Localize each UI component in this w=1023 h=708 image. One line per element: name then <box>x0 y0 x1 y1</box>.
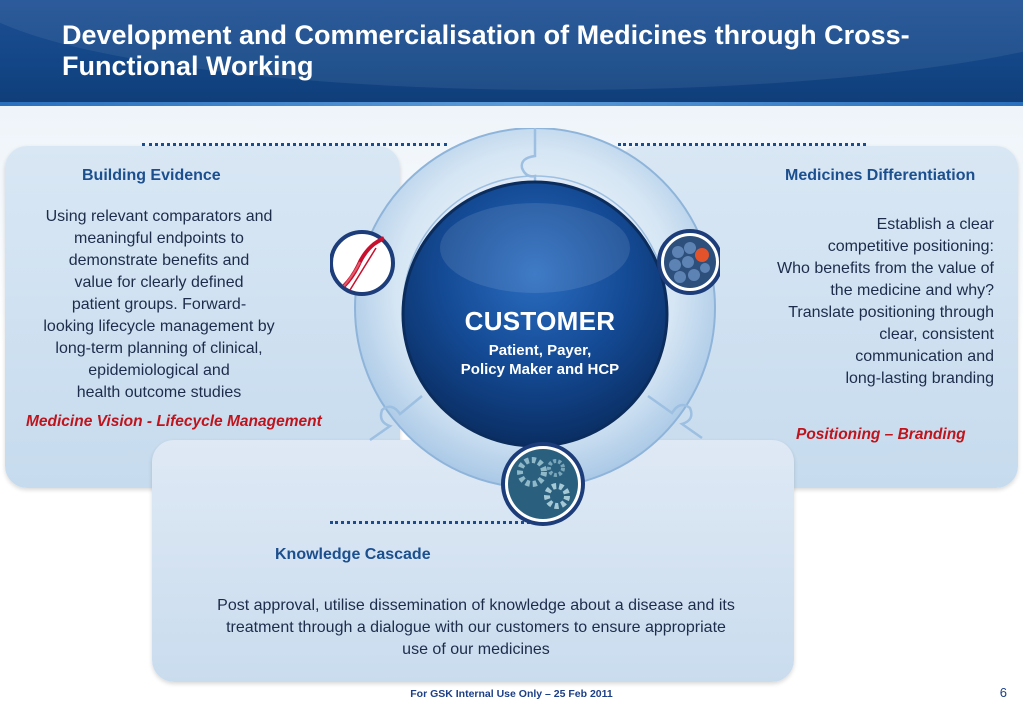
customer-subtitle-1: Patient, Payer, <box>488 342 592 359</box>
medicines-differentiation-heading: Medicines Differentiation <box>785 167 976 184</box>
text-line: long-lasting branding <box>845 370 994 387</box>
dotted-line-left <box>142 143 447 146</box>
customer-label: CUSTOMER Patient, Payer, Policy Maker an… <box>420 306 660 379</box>
building-evidence-text: Using relevant comparators and meaningfu… <box>14 206 304 404</box>
customer-title: CUSTOMER <box>464 306 616 336</box>
text-line: long-term planning of clinical, <box>55 340 263 357</box>
text-line: Post approval, utilise dissemination of … <box>217 597 735 614</box>
knowledge-cascade-heading: Knowledge Cascade <box>275 546 431 563</box>
text-line: use of our medicines <box>402 641 550 658</box>
text-line: health outcome studies <box>76 384 242 401</box>
page-title: Development and Commercialisation of Med… <box>62 20 910 81</box>
building-evidence-panel <box>5 146 400 488</box>
text-line: Establish a clear <box>876 216 994 233</box>
text-line: clear, consistent <box>879 326 994 343</box>
curve-graph-icon <box>330 230 395 296</box>
knowledge-cascade-panel <box>152 440 794 682</box>
dotted-line-right <box>618 143 866 146</box>
customer-wheel <box>330 128 720 526</box>
positioning-tagline: Positioning – Branding <box>796 426 966 443</box>
text-line: looking lifecycle management by <box>43 318 275 335</box>
core-highlight <box>440 203 630 293</box>
text-line: meaningful endpoints to <box>74 230 244 247</box>
text-line: treatment through a dialogue with our cu… <box>226 619 726 636</box>
gears-icon <box>501 442 585 526</box>
text-line: value for clearly defined <box>74 274 244 291</box>
cells-icon <box>657 229 720 295</box>
text-line: communication and <box>855 348 994 365</box>
puzzle-seams <box>369 128 703 442</box>
text-line: demonstrate benefits and <box>68 252 250 269</box>
footer-note: For GSK Internal Use Only – 25 Feb 2011 <box>410 688 613 700</box>
lifecycle-tagline: Medicine Vision - Lifecycle Management <box>26 413 322 430</box>
page-number: 6 <box>999 685 1007 700</box>
medicines-differentiation-text: Establish a clear competitive positionin… <box>720 214 994 390</box>
building-evidence-heading: Building Evidence <box>82 167 221 184</box>
text-line: the medicine and why? <box>830 282 994 299</box>
text-line: Using relevant comparators and <box>45 208 273 225</box>
text-line: Who benefits from the value of <box>777 260 994 277</box>
customer-subtitle-2: Policy Maker and HCP <box>460 361 620 378</box>
text-line: patient groups. Forward- <box>71 296 247 313</box>
text-line: Translate positioning through <box>788 304 994 321</box>
header-banner <box>0 0 1023 106</box>
dotted-line-bottom <box>330 521 530 524</box>
knowledge-cascade-text: Post approval, utilise dissemination of … <box>160 595 792 661</box>
text-line: competitive positioning: <box>827 238 994 255</box>
header-underline <box>0 102 1023 106</box>
text-line: epidemiological and <box>88 362 230 379</box>
